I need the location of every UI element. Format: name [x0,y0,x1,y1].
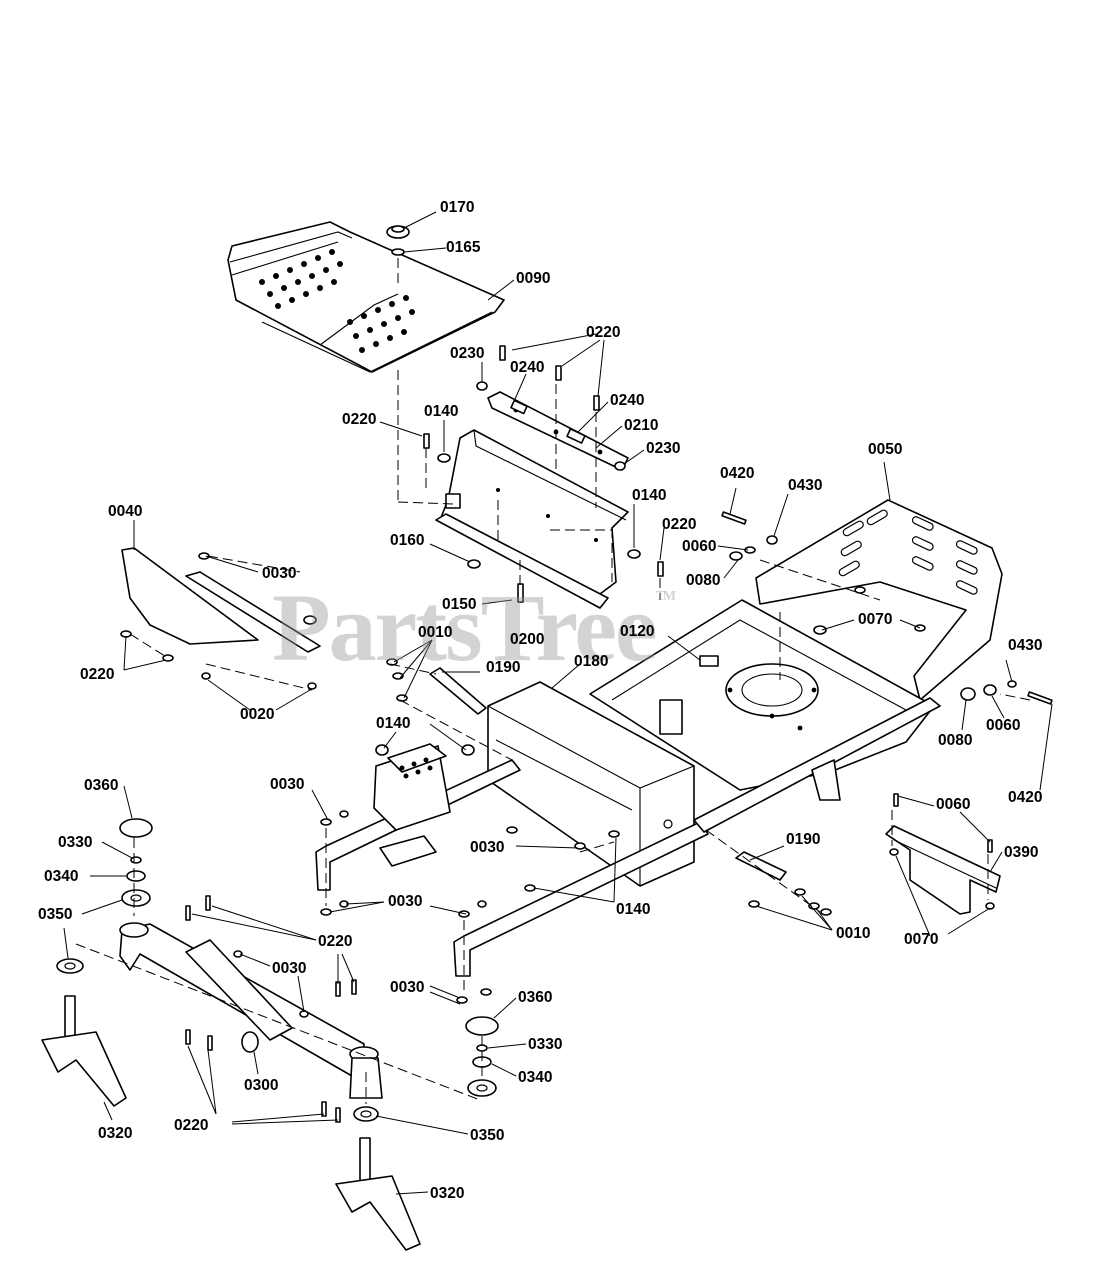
control-bracket [373,743,451,831]
callout-0220: 0220 [662,516,697,533]
callout-0010: 0010 [836,925,871,942]
callout-0230: 0230 [646,440,681,457]
callout-0030: 0030 [390,979,425,996]
callout-0030: 0030 [270,776,305,793]
callout-0180: 0180 [574,653,609,670]
callout-0140: 0140 [424,403,459,420]
callout-0060: 0060 [986,717,1021,734]
front-axle [119,922,383,1099]
trademark-mark: TM [655,589,677,604]
foot-plate [227,221,505,373]
callout-0080: 0080 [938,732,973,749]
callout-0140: 0140 [376,715,411,732]
callout-0220: 0220 [342,411,377,428]
callout-0330: 0330 [58,834,93,851]
callout-0165: 0165 [446,239,481,256]
callout-0020: 0020 [240,706,275,723]
callout-0390: 0390 [1004,844,1039,861]
callout-0350: 0350 [38,906,73,923]
callout-0360: 0360 [84,777,119,794]
knob [386,225,410,239]
callout-0150: 0150 [442,596,477,613]
callout-0430: 0430 [788,477,823,494]
main-frame [315,681,941,977]
callout-0120: 0120 [620,623,655,640]
callout-0190: 0190 [486,659,521,676]
callout-0140: 0140 [616,901,651,918]
leader-lines [63,211,1053,1195]
callout-0190: 0190 [786,831,821,848]
callout-0160: 0160 [390,532,425,549]
callout-0090: 0090 [516,270,551,287]
callout-0030: 0030 [470,839,505,856]
callout-0240: 0240 [510,359,545,376]
callout-0060: 0060 [682,538,717,555]
callout-0220: 0220 [80,666,115,683]
callout-0070: 0070 [904,931,939,948]
callout-0320: 0320 [430,1185,465,1202]
front-left-caster-stack [56,818,153,974]
callout-0350: 0350 [470,1127,505,1144]
callout-0330: 0330 [528,1036,563,1053]
callout-0420: 0420 [1008,789,1043,806]
callout-0340: 0340 [518,1069,553,1086]
callout-0360: 0360 [518,989,553,1006]
callout-0300: 0300 [244,1077,279,1094]
callout-0040: 0040 [108,503,143,520]
callout-0080: 0080 [686,572,721,589]
callout-0420: 0420 [720,465,755,482]
watermark-text: PartsTree [272,574,658,681]
callout-0170: 0170 [440,199,475,216]
callout-0030: 0030 [388,893,423,910]
side-bracket [735,851,787,881]
callout-0230: 0230 [450,345,485,362]
callout-0050: 0050 [868,441,903,458]
caster-fork-left [41,995,127,1107]
rear-bracket [885,825,1001,915]
callout-0220: 0220 [586,324,621,341]
callout-0340: 0340 [44,868,79,885]
side-bracket [429,667,487,715]
callout-0200: 0200 [510,631,545,648]
callout-0320: 0320 [98,1125,133,1142]
watermark: PartsTreeTM [272,580,677,676]
assembly-lines [75,370,1031,1104]
callout-0030: 0030 [272,960,307,977]
washer [391,248,405,256]
callout-0060: 0060 [936,796,971,813]
callout-0140: 0140 [632,487,667,504]
callout-0240: 0240 [610,392,645,409]
callout-0220: 0220 [318,933,353,950]
callout-0430: 0430 [1008,637,1043,654]
callout-0210: 0210 [624,417,659,434]
callout-0220: 0220 [174,1117,209,1134]
callout-0010: 0010 [418,624,453,641]
callout-0030: 0030 [262,565,297,582]
seat-panel [435,429,629,609]
callout-0070: 0070 [858,611,893,628]
caster-fork-right [335,1137,421,1251]
